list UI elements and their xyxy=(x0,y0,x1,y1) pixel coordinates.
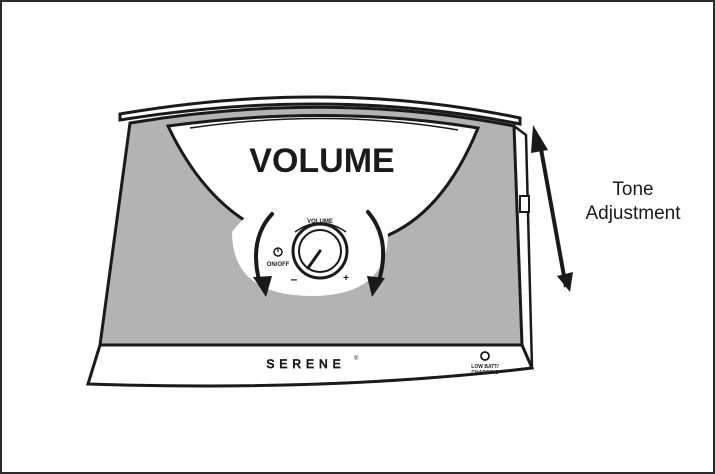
tone-label-line1: Tone xyxy=(612,179,653,200)
turn-down-arrow xyxy=(253,212,274,297)
led-label-line1: LOW BATT/ xyxy=(471,364,499,370)
knob-scale-label: VOLUME xyxy=(307,219,333,225)
tone-switch xyxy=(519,195,530,213)
power-label: ON/OFF xyxy=(267,262,290,268)
turn-up-arrow xyxy=(366,210,386,297)
front-scoop xyxy=(165,114,481,248)
speaker-base xyxy=(85,343,535,388)
volume-knob[interactable] xyxy=(291,222,349,280)
knob-pointer xyxy=(306,249,322,270)
tone-double-arrow xyxy=(531,125,573,292)
brand-mark: ® xyxy=(354,355,359,362)
volume-headline: VOLUME xyxy=(249,142,394,180)
brand-logo: SERENE xyxy=(266,357,345,371)
plus-mark: + xyxy=(343,273,349,284)
knob-scale-arc xyxy=(294,222,347,233)
scoop-inner-rim xyxy=(189,117,459,131)
led-label-line2: CHARGING xyxy=(471,370,498,376)
minus-mark: – xyxy=(291,272,298,286)
speaker-lid xyxy=(118,95,522,126)
tone-label-line2: Adjustment xyxy=(585,203,681,224)
charging-led-icon xyxy=(480,351,490,361)
